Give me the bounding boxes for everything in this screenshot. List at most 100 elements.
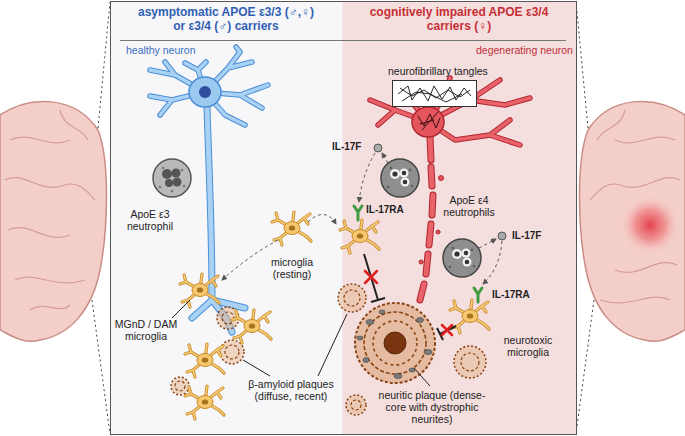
plaque-label-box: neuritic plaque (dense-core with dystrop… [372, 389, 492, 425]
cell-label-box: neurotoxic microglia [492, 334, 564, 358]
neuritic-plaque [379, 310, 385, 314]
cytokine-label-box: IL-17F [332, 141, 361, 153]
brain-left [15, 277, 85, 283]
red-cross [365, 271, 452, 335]
frame [111, 2, 577, 435]
red-cross [442, 325, 452, 335]
degenerating-neuron [419, 260, 423, 264]
amyloid-plaques [171, 377, 189, 395]
zoom-lines [98, 2, 110, 128]
brain-right [590, 178, 680, 200]
signal-arrows [222, 240, 278, 280]
degenerating-neuron [370, 78, 530, 300]
amyloid-plaques [220, 340, 244, 364]
red-cross [365, 271, 377, 283]
amyloid-plaques [346, 395, 366, 415]
structure-label: neurofibrillary tangles [388, 65, 488, 77]
zoom-lines [92, 300, 110, 434]
cell-label: ApoE ε4 neutrophils [436, 194, 502, 218]
illustration [180, 274, 219, 307]
cytokine-label: IL-17F [332, 141, 361, 153]
neuritic-plaque [373, 321, 417, 365]
panel-right-ground [343, 2, 577, 435]
illustration [340, 220, 379, 253]
brain-left [10, 137, 70, 143]
amyloid-plaques [171, 377, 189, 395]
amyloid-plaques [351, 400, 361, 410]
healthy-neuron [192, 105, 245, 332]
brain-right [597, 110, 625, 140]
brain-right [590, 110, 680, 303]
neuritic-plaque [355, 303, 435, 383]
brain-right [615, 263, 677, 273]
tangles-inset [393, 81, 477, 107]
amyloid-plaques [454, 346, 486, 378]
neuritic-plaque [357, 336, 363, 340]
receptor-label: IL-17RA [492, 289, 530, 301]
leader-line [243, 360, 270, 376]
neuritic-plaque [366, 320, 374, 325]
signal-arrows [359, 153, 375, 202]
il17f-molecule [498, 232, 506, 240]
amyloid-plaques [225, 345, 239, 359]
receptor-label-box: IL-17RA [492, 289, 530, 301]
brain-left [5, 110, 95, 310]
neuritic-plaque [394, 374, 402, 379]
receptor-label-box: IL-17RA [366, 204, 404, 216]
neuron-label-box: degenerating neuron [476, 44, 573, 56]
signal-arrows [483, 241, 502, 284]
signal-arrows [382, 153, 388, 163]
leader-line [172, 300, 430, 386]
brain-left [60, 110, 88, 140]
brain-right [620, 195, 680, 255]
cell-label: microglia (resting) [262, 256, 322, 280]
brain-right [600, 297, 670, 303]
il17ra-receptor [354, 206, 482, 302]
amyloid-plaques [220, 340, 244, 364]
il17ra-receptor [474, 288, 482, 302]
zoom-lines [576, 2, 588, 128]
neuritic-plaque [424, 350, 432, 355]
degenerating-neuron [370, 78, 530, 300]
degenerating-neuron [420, 137, 433, 300]
healthy-neuron [189, 77, 221, 107]
illustration [232, 310, 271, 343]
cell-label-box: ApoE ε3 neutrophil [116, 208, 184, 232]
brain-left [0, 101, 107, 341]
cell-label: neurotoxic microglia [492, 334, 564, 358]
illustration [185, 386, 224, 419]
degenerating-neuron [370, 78, 530, 300]
plaque-label: β-amyloid plaques (diffuse, recent) [236, 378, 346, 402]
healthy-neuron [192, 105, 245, 332]
leader-line [414, 368, 430, 386]
zoom-lines [576, 300, 594, 434]
signal-arrows [479, 239, 496, 248]
healthy-neuron [150, 47, 268, 332]
il17ra-receptor [354, 206, 362, 220]
panel-heading: asymptomatic APOE ε3/3 (♂,♀) or ε3/4 (♂)… [136, 0, 316, 33]
receptor-label: IL-17RA [366, 204, 404, 216]
panel-heading: cognitively impaired APOE ε3/4 carriers … [353, 0, 565, 33]
cytokine-label-box: IL-17F [512, 230, 541, 242]
brain-left [5, 178, 95, 200]
degenerating-neuron [436, 230, 440, 234]
leader-line [172, 300, 190, 318]
healthy-neuron [150, 47, 268, 332]
cell-label-box: ApoE ε4 neutrophils [436, 194, 502, 218]
blocked-clearance [437, 326, 456, 340]
panel-left-ground [111, 2, 343, 435]
degenerating-neuron [439, 176, 444, 181]
cell-label: MGnD / DAM microglia [108, 318, 184, 342]
brain-left [30, 305, 70, 310]
brain-right [580, 101, 685, 341]
amyloid-plaques [454, 346, 486, 378]
neuritic-plaque [417, 318, 424, 323]
blocked-clearance [364, 254, 385, 302]
blocked-clearance [364, 254, 456, 340]
neuritic-plaque [355, 303, 435, 383]
cell-label-box: microglia (resting) [262, 256, 322, 280]
signal-arrows [308, 214, 336, 224]
brain-right [580, 101, 685, 341]
cell-label-box: MGnD / DAM microglia [108, 318, 184, 342]
